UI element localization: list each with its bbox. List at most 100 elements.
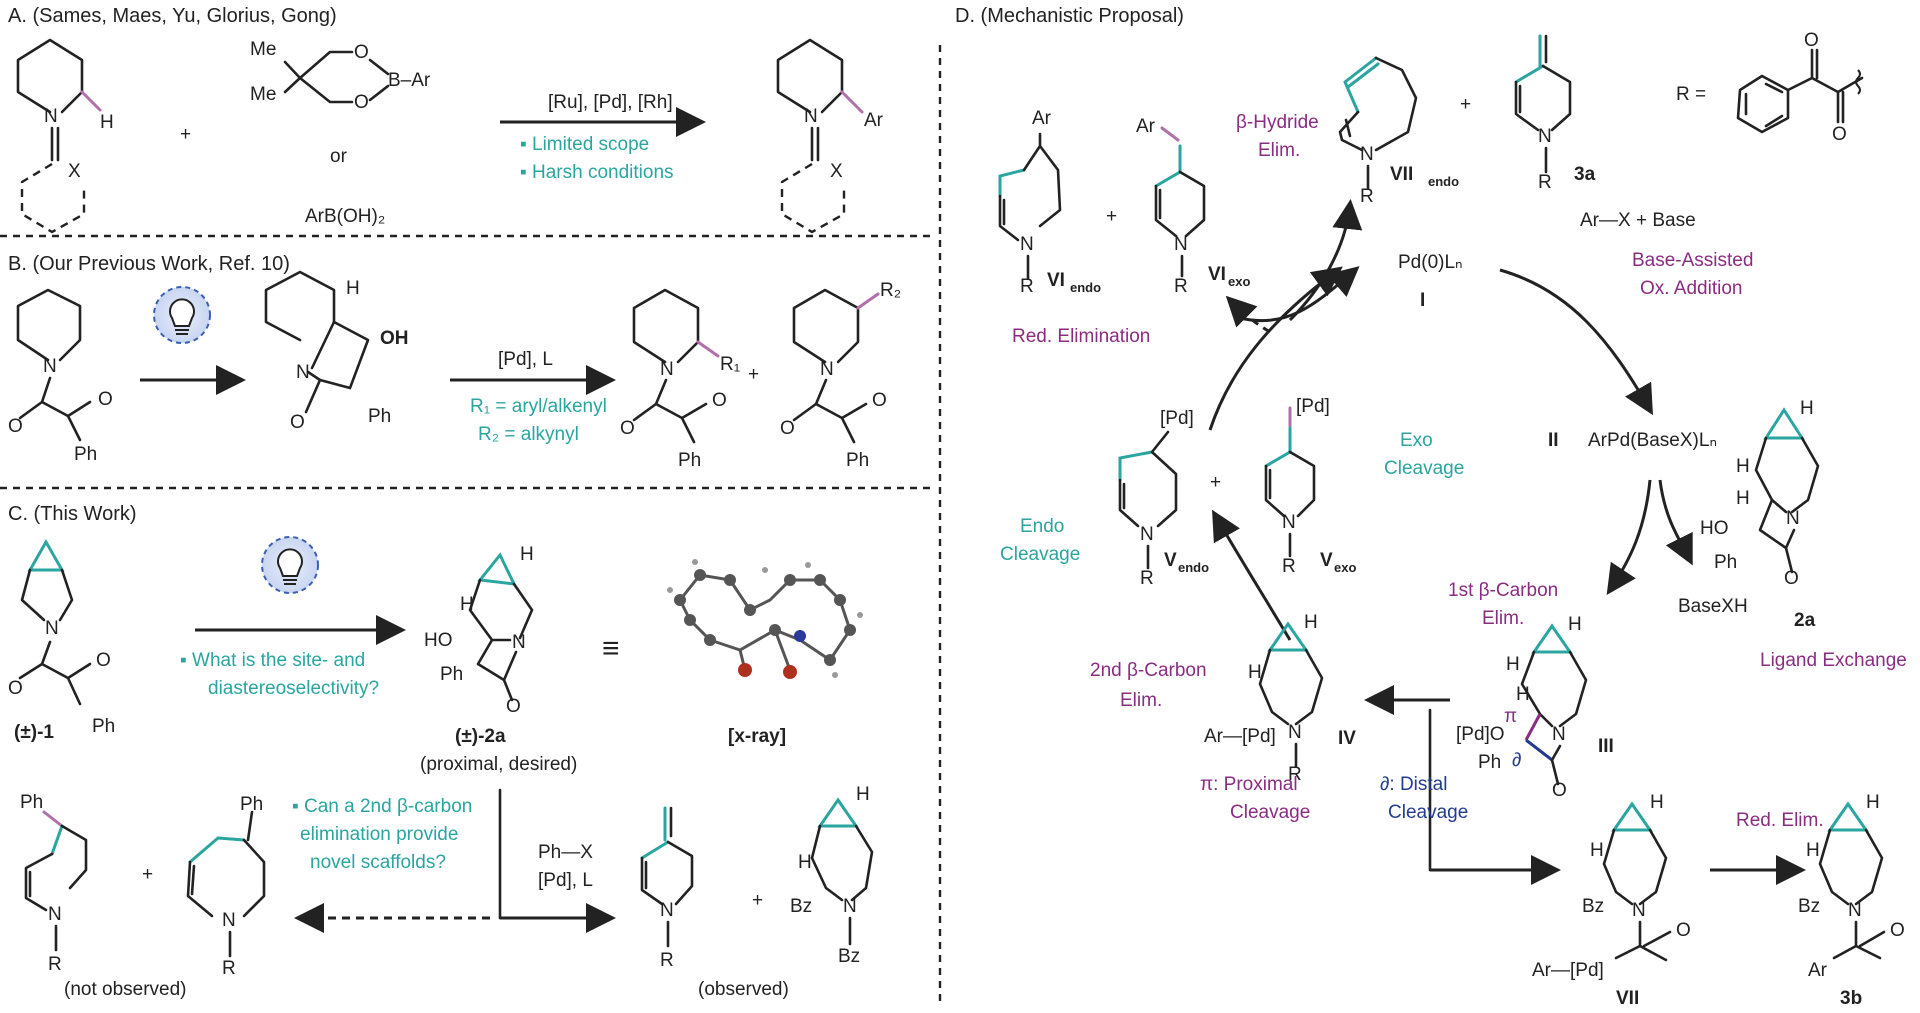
r-label: R: [1020, 276, 1034, 297]
atom-h: H: [1806, 840, 1820, 861]
section-b-title: B. (Our Previous Work, Ref. 10): [8, 253, 290, 275]
question-1b: diastereoselectivity?: [208, 678, 379, 699]
atom-x: X: [830, 161, 843, 182]
atom-n: N: [45, 618, 59, 639]
atom-o: O: [96, 650, 111, 671]
r-label: R: [1140, 568, 1154, 589]
ligand-exchange-label: Ligand Exchange: [1760, 650, 1907, 671]
r-label: R: [660, 950, 674, 971]
hydroxyl-label: HO: [424, 630, 453, 651]
label-observed: (observed): [698, 979, 789, 1000]
exo-cleavage-b: Cleavage: [1384, 458, 1464, 479]
atom-n: N: [660, 359, 674, 380]
vi-exo: Ar N R VI exo: [1136, 116, 1250, 297]
r-definition: R =: [1676, 84, 1706, 105]
atom-n: N: [512, 632, 526, 653]
compound-2a-d: H H H N HO Ph O 2a: [1700, 398, 1820, 631]
reagents-b: [Pd], L: [498, 349, 553, 370]
section-d-title: D. (Mechanistic Proposal): [955, 5, 1184, 27]
atom-h: H: [1248, 662, 1262, 683]
r-label: R: [48, 954, 62, 975]
question-2b: elimination provide: [300, 824, 458, 845]
basexh-label: BaseXH: [1678, 596, 1748, 617]
section-a-title: A. (Sames, Maes, Yu, Glorius, Gong): [8, 5, 337, 27]
atom-h: H: [346, 278, 360, 299]
label-1: (±)-1: [14, 722, 54, 743]
plus-c2: +: [752, 890, 763, 911]
atom-o: O: [506, 696, 521, 717]
plus-d3: +: [1210, 472, 1221, 493]
phenyl-label: Ph: [1478, 752, 1501, 773]
label-vi-exo-sub: exo: [1228, 274, 1250, 289]
atom-h: H: [1866, 792, 1880, 813]
beta-hydride-b: Elim.: [1258, 140, 1300, 161]
atom-o: O: [780, 418, 795, 439]
cycle-arc-basexh: [1658, 479, 1693, 566]
partial-label: ∂: [1512, 750, 1521, 771]
pd-label: [Pd]: [1296, 396, 1330, 417]
question-2c: novel scaffolds?: [310, 852, 446, 873]
label-vii-endo-sub: endo: [1428, 174, 1459, 189]
ar-label: Ar: [1808, 960, 1828, 981]
phenyl-label: Ph: [1714, 552, 1737, 573]
phenyl-label: Ph: [20, 792, 43, 813]
methyl-label: Me: [250, 84, 276, 105]
beta1-a: 1st β-Carbon: [1448, 580, 1558, 601]
atom-o: O: [1784, 568, 1799, 589]
v-exo: [Pd] N R V exo: [1264, 396, 1356, 577]
boronic-ester: Me Me N O O B–Ar: [250, 39, 431, 113]
pd0-label: Pd(0)Lₙ: [1398, 252, 1463, 273]
catalysts-a: [Ru], [Pd], [Rh]: [548, 92, 673, 113]
r-label: R: [1282, 556, 1296, 577]
piperidine-product-a: N Ar X: [776, 38, 884, 234]
intermediate-vii: H H N Bz O Ar—[Pd] VII: [1532, 792, 1691, 1009]
intermediate-iv: H H N R Ar—[Pd] IV: [1204, 612, 1356, 785]
atom-n: N: [1020, 234, 1034, 255]
beta2-b: Elim.: [1120, 690, 1162, 711]
ar-label: Ar: [1032, 108, 1052, 129]
ar-pd-label: Ar—[Pd]: [1532, 960, 1604, 981]
phenyl-label: Ph: [678, 450, 701, 471]
red-elimination-label: Red. Elimination: [1012, 326, 1150, 347]
exo-product-c: Ph N R: [20, 792, 88, 975]
atom-o: O: [98, 389, 113, 410]
atom-h: H: [1800, 398, 1814, 419]
distal-b: Cleavage: [1388, 802, 1468, 823]
label-3a: 3a: [1574, 164, 1596, 185]
intermediate-ii: ArPd(BaseX)Lₙ: [1588, 430, 1717, 451]
label-ii: II: [1548, 430, 1559, 451]
base-assisted-a: Base-Assisted: [1632, 250, 1753, 271]
r1-label: R₁: [720, 354, 740, 375]
exo-cleavage-a: Exo: [1400, 430, 1433, 451]
benzoyl-label: Bz: [1582, 896, 1604, 917]
atom-o: O: [1804, 30, 1819, 51]
atom-n: N: [1282, 512, 1296, 533]
atom-ar: Ar: [864, 110, 884, 131]
lightbulb-icon-b: [153, 286, 211, 344]
xray-label: [x-ray]: [728, 726, 786, 747]
label-2a-d: 2a: [1794, 610, 1816, 631]
phenyl-label: Ph: [240, 794, 263, 815]
note-limited-scope: ▪ Limited scope: [520, 134, 649, 155]
atom-n: N: [843, 896, 857, 917]
r2-label: R₂: [880, 280, 901, 301]
atom-n: N: [1632, 900, 1646, 921]
atom-n: N: [222, 910, 236, 931]
red-elim-small: Red. Elim.: [1736, 810, 1824, 831]
r-label: R: [1288, 764, 1302, 785]
atom-n: N: [44, 106, 58, 127]
benzoyl-label: Bz: [838, 946, 860, 967]
vii-endo: N R VII endo: [1338, 56, 1459, 207]
cycle-arc-v-to-pd0: [1208, 266, 1343, 431]
atom-n: N: [1552, 724, 1566, 745]
v-endo: [Pd] N R V endo: [1118, 408, 1209, 589]
atom-o: O: [8, 416, 23, 437]
r-label: R: [1360, 186, 1374, 207]
atom-n: N: [1288, 722, 1302, 743]
atom-o: O: [290, 412, 305, 433]
atom-o: O: [8, 678, 23, 699]
piperidine-amide-b: N O O Ph: [8, 288, 113, 465]
atom-n: N: [1786, 508, 1800, 529]
atom-o: O: [354, 42, 369, 63]
piperidine-reactant-a: N H X: [16, 38, 114, 234]
